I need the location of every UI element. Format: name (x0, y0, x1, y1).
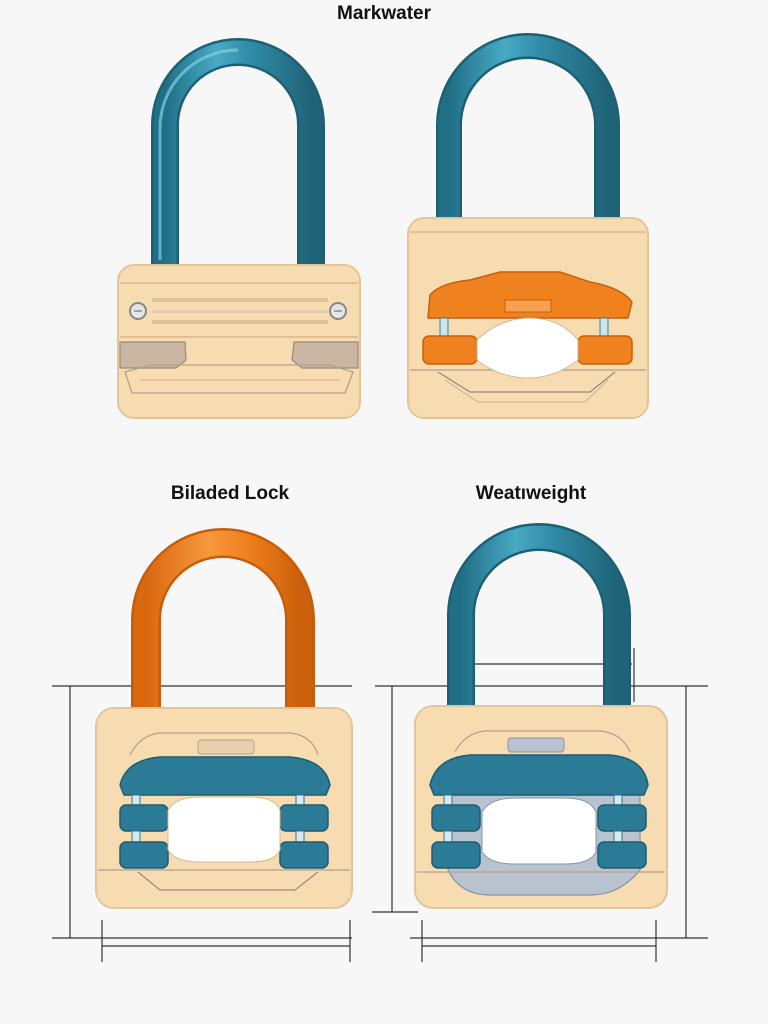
locking-pin (279, 841, 329, 869)
locking-pin (597, 804, 647, 832)
padlock-bottom-right (372, 523, 708, 962)
locking-pin (279, 804, 329, 832)
spring-bar (427, 271, 633, 319)
diagram-title-markwater: Markwater (337, 3, 431, 24)
diagram-title-weatiweight: Weatıweight (475, 483, 587, 504)
padlock-top-left (117, 38, 361, 419)
diagram-title-biladed-lock: Biladed Lock (170, 483, 290, 504)
locking-pin (119, 841, 169, 869)
locking-pin (422, 335, 478, 365)
spring-bar (119, 756, 331, 796)
locking-pin (577, 335, 633, 365)
locking-pin (597, 841, 647, 869)
locking-pin (119, 804, 169, 832)
spring-bar (429, 754, 649, 796)
locking-pin (431, 841, 481, 869)
padlock-top-right (407, 33, 649, 419)
locking-pin (431, 804, 481, 832)
padlock-bottom-left (52, 528, 353, 962)
